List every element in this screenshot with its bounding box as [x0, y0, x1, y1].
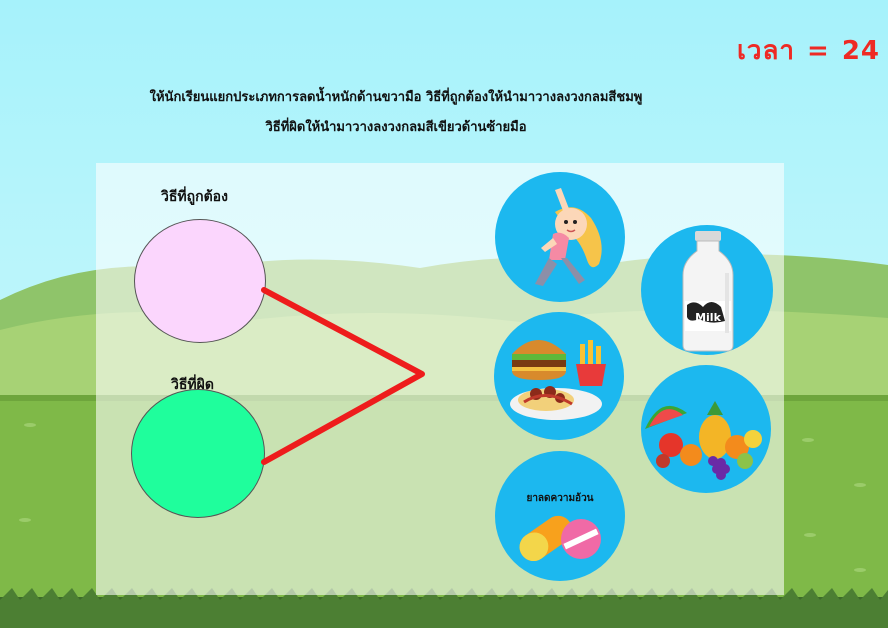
pills-item[interactable]: ยาลดความอ้วน [495, 451, 625, 581]
correct-drop-zone[interactable] [134, 219, 266, 343]
correct-zone-label: วิธีที่ถูกต้อง [161, 189, 228, 205]
timer-separator: = [807, 36, 830, 66]
svg-text:Milk: Milk [695, 311, 721, 324]
instruction-line-2: วิธีที่ผิดให้นำมาวางลงวงกลมสีเขียวด้านซ้… [265, 120, 527, 135]
milk-item[interactable]: Milk [641, 225, 773, 355]
exercise-girl-icon [535, 188, 602, 286]
timer-label: เวลา [736, 36, 796, 66]
diet-pills-label: ยาลดความอ้วน [526, 493, 594, 504]
wrong-drop-zone[interactable] [131, 389, 265, 518]
fast-food-icon [510, 340, 606, 420]
exercise-item[interactable] [495, 172, 625, 302]
diet-pills-icon [519, 515, 601, 562]
fruits-icon [645, 401, 762, 480]
timer-display: เวลา = 24 [737, 30, 880, 71]
timer-value: 24 [841, 36, 880, 66]
instruction-line-1: ให้นักเรียนแยกประเภทการลดน้ำหนักด้านขวาม… [149, 90, 643, 105]
milk-bottle-icon: Milk [682, 231, 734, 352]
fruits-item[interactable] [641, 365, 771, 493]
fastfood-item[interactable] [494, 312, 624, 440]
